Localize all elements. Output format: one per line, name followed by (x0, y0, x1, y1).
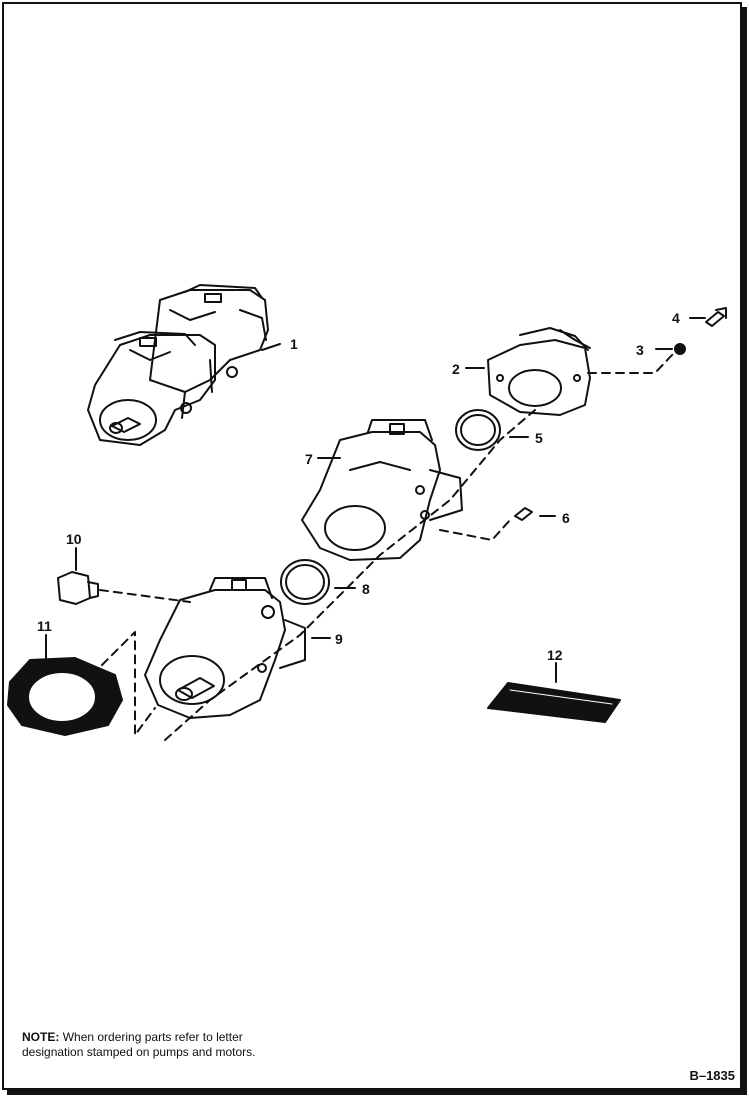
part-1-pump-assembly (87, 284, 269, 446)
callout-3: 3 (636, 342, 644, 358)
callout-11: 11 (37, 618, 52, 634)
note-label: NOTE: (22, 1030, 60, 1044)
part-2-rear-pump (487, 327, 591, 416)
ordering-note: NOTE: When ordering parts refer to lette… (22, 1030, 272, 1060)
callout-5: 5 (535, 430, 543, 446)
assembly-centerline (164, 409, 536, 741)
part-11-gasket (7, 657, 123, 736)
part-6-bolt (514, 507, 533, 521)
frame-shadow (7, 7, 747, 1095)
assembly-line-10 (99, 589, 191, 603)
part-7-middle-pump (301, 419, 463, 561)
assembly-line-11 (101, 631, 156, 736)
callout-6: 6 (562, 510, 570, 526)
part-8-o-ring (280, 559, 330, 605)
callout-7: 7 (305, 451, 313, 467)
assembly-line-2 (587, 348, 681, 374)
callout-2: 2 (452, 361, 460, 377)
page-frame (2, 2, 742, 1090)
leader-1 (261, 343, 281, 351)
callout-12: 12 (547, 647, 563, 663)
callout-1: 1 (290, 336, 298, 352)
note-text: When ordering parts refer to letter desi… (22, 1030, 256, 1059)
part-9-front-pump (144, 577, 306, 719)
figure-id: B–1835 (689, 1068, 735, 1083)
callout-4: 4 (672, 310, 680, 326)
callout-8: 8 (362, 581, 370, 597)
part-5-o-ring (455, 409, 501, 451)
part-4-bolt (705, 307, 727, 327)
part-12-decal (487, 682, 621, 723)
callout-9: 9 (335, 631, 343, 647)
callout-10: 10 (66, 531, 82, 547)
part-10-fitting (57, 571, 99, 605)
assembly-line-6 (439, 519, 511, 541)
